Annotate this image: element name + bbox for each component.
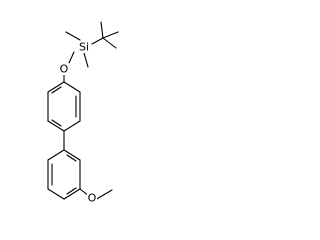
ring-bond <box>63 81 81 93</box>
silicon-atom-label: Si <box>79 41 89 54</box>
ring-bond <box>47 120 65 132</box>
bond-tbu-methyl-right <box>102 31 119 39</box>
bond-o-methyl <box>94 189 113 201</box>
ring-bond <box>47 81 65 93</box>
chemical-structure-diagram: Si O O <box>47 21 119 205</box>
lower-benzene-ring <box>47 149 81 200</box>
ring-bond <box>63 149 81 161</box>
tert-butyl-group <box>91 21 119 49</box>
bond-si-tbu <box>91 37 104 45</box>
ring-double-bond <box>51 86 62 94</box>
ring-double-bond <box>51 119 62 127</box>
bond-si-o <box>68 51 75 64</box>
bond-si-methyl-down <box>83 52 89 68</box>
bond-si-methyl-up <box>65 31 81 41</box>
oxygen-silyl-ether-label: O <box>60 63 69 76</box>
ring-bond <box>63 188 81 200</box>
si-label-background <box>76 41 90 53</box>
o-silyl-label-background <box>59 63 69 75</box>
oxygen-methoxy-label: O <box>88 192 97 205</box>
ring-double-bond <box>66 154 77 162</box>
silicon-methyl-groups <box>65 31 89 68</box>
upper-benzene-ring <box>47 81 81 132</box>
bond-tbu-methyl-down <box>102 37 117 49</box>
bond-tbu-methyl-top <box>100 21 104 39</box>
ring-double-bond <box>66 187 77 195</box>
ring-bond <box>63 120 81 132</box>
ring-bond <box>47 149 65 161</box>
ring-bond <box>47 188 65 200</box>
o-methoxy-label-background <box>87 192 97 204</box>
